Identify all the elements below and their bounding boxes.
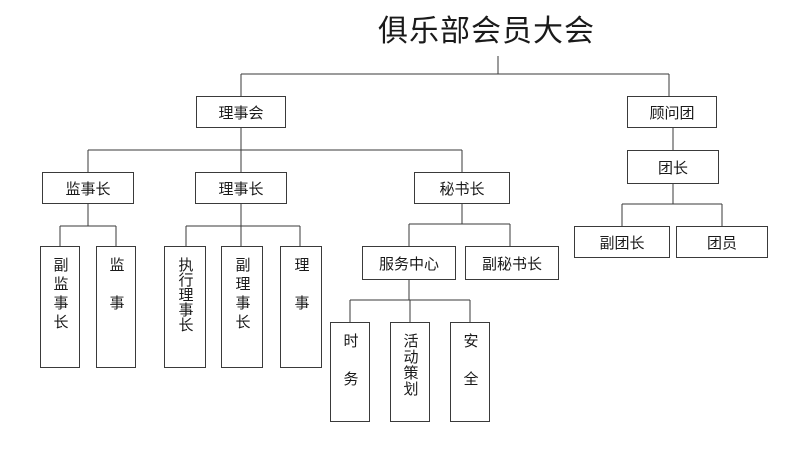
chart-title: 俱乐部会员大会	[378, 14, 595, 49]
node-label: 安 全	[461, 333, 480, 390]
node-tuanzhang: 团长	[627, 150, 719, 184]
node-shiwu: 时 务	[330, 322, 370, 422]
node-zhixing-lishizhang: 执行理事长	[164, 246, 206, 368]
node-jianshi: 监 事	[96, 246, 136, 368]
node-tuanyuan: 团员	[676, 226, 768, 258]
node-fu-tuanzhang: 副团长	[574, 226, 670, 258]
node-label: 副秘书长	[481, 254, 542, 273]
node-label: 副理事长	[233, 257, 252, 333]
node-label: 理 事	[292, 257, 311, 314]
node-jianshizhang: 监事长	[42, 172, 134, 204]
node-label: 团员	[706, 233, 737, 252]
node-mishuzhang: 秘书长	[414, 172, 510, 204]
node-label: 理事会	[218, 103, 264, 122]
node-fuwu-zhongxin: 服务中心	[362, 246, 456, 280]
node-label: 团长	[657, 158, 688, 177]
node-label: 监 事	[107, 257, 126, 314]
node-huodong-cehua: 活动策划	[390, 322, 430, 422]
node-lishi: 理 事	[280, 246, 322, 368]
node-label: 秘书长	[439, 179, 485, 198]
node-lishihui: 理事会	[196, 96, 286, 128]
node-label: 理事长	[218, 179, 264, 198]
node-label: 顾问团	[649, 103, 695, 122]
node-lishizhang: 理事长	[195, 172, 287, 204]
node-label: 执行理事长	[176, 257, 195, 332]
node-fu-jianshizhang: 副监事长	[40, 246, 80, 368]
node-anquan: 安 全	[450, 322, 490, 422]
node-label: 活动策划	[401, 333, 420, 397]
node-fu-lishizhang: 副理事长	[221, 246, 263, 368]
node-label: 时 务	[341, 333, 360, 390]
node-fu-mishuzhang: 副秘书长	[465, 246, 559, 280]
node-label: 副团长	[599, 233, 645, 252]
node-label: 副监事长	[51, 257, 70, 333]
node-guwentuan: 顾问团	[627, 96, 717, 128]
node-label: 监事长	[65, 179, 111, 198]
node-label: 服务中心	[378, 254, 439, 273]
